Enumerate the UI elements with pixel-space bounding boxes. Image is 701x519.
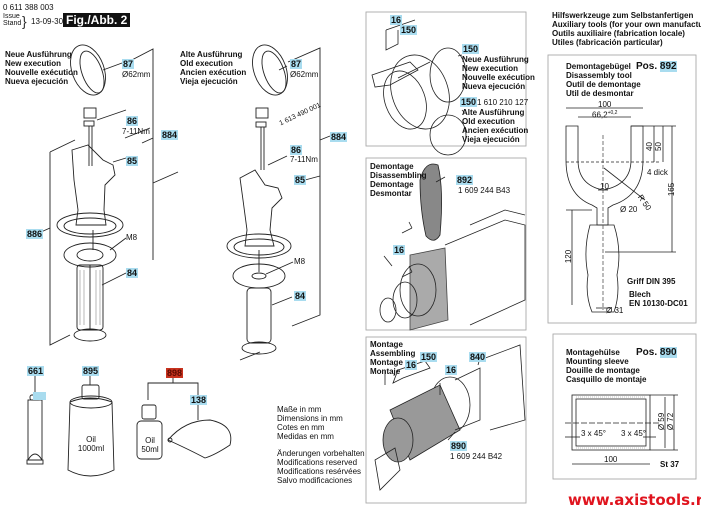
dim-100-892: 100	[598, 100, 612, 109]
part-87-middle[interactable]: 87	[290, 59, 303, 69]
chamfer-left: 3 x 45°	[581, 429, 606, 438]
dim-d72: Ø 72	[666, 412, 676, 431]
part-840[interactable]: 840	[469, 352, 487, 362]
part-150-rings-c[interactable]: 150	[460, 97, 478, 107]
dim-length-100: 100	[604, 455, 618, 464]
thickness-note: 4 dick	[647, 168, 668, 177]
issue-label: Issue Stand	[3, 13, 21, 27]
tool-890-pos-number: 890	[659, 347, 677, 358]
part-16-assembly-b[interactable]: 16	[445, 365, 458, 375]
tool-890-pos: Pos. 890	[636, 347, 677, 358]
part-895[interactable]: 895	[82, 366, 100, 376]
part-84-left[interactable]: 84	[126, 268, 139, 278]
dim-66-892: 66,2+0,2	[592, 110, 618, 120]
ring-part-number: 1 610 210 127	[477, 98, 529, 107]
part-16-disassembly[interactable]: 16	[393, 245, 406, 255]
torque-middle: 7-11Nm	[290, 155, 318, 164]
dim-10: 10	[600, 182, 609, 191]
dim-d59: Ø 59	[657, 412, 667, 431]
part-87-left[interactable]: 87	[122, 59, 135, 69]
brace: }	[22, 13, 27, 29]
part-886[interactable]: 886	[26, 229, 44, 239]
part-150-assembly[interactable]: 150	[420, 352, 438, 362]
dim-40: 40	[644, 142, 654, 151]
part-892[interactable]: 892	[456, 175, 474, 185]
material-spec: St 37	[660, 460, 680, 469]
dim-50: 50	[653, 142, 663, 151]
part-661[interactable]: 661	[27, 366, 45, 376]
part-86-left[interactable]: 86	[126, 116, 139, 126]
part-16-assembly-a[interactable]: 16	[405, 360, 418, 370]
part-86-middle[interactable]: 86	[290, 145, 303, 155]
issue-label-de: Stand	[3, 20, 22, 27]
part-85-middle[interactable]: 85	[294, 175, 307, 185]
figure-label: Fig./Abb. 2	[63, 13, 131, 27]
disassembly-tool-part-number: 1 609 244 B43	[458, 186, 511, 195]
strap-icon-left	[70, 44, 106, 119]
diameter-62-left: Ø62mm	[122, 70, 151, 79]
torque-left: 7-11Nm	[122, 127, 150, 136]
part-84-middle[interactable]: 84	[294, 291, 307, 301]
part-890[interactable]: 890	[450, 441, 468, 451]
part-884-left[interactable]: 884	[161, 130, 179, 140]
part-138[interactable]: 138	[190, 395, 208, 405]
issue-label-en: Issue	[3, 13, 20, 20]
diameter-62-middle: Ø62mm	[290, 70, 319, 79]
dim-165: 165	[667, 182, 677, 197]
part-number: 0 611 388 003	[3, 3, 54, 12]
part-898[interactable]: 898	[166, 368, 184, 378]
tool-892-pos-number: 892	[659, 61, 677, 72]
part-85-left[interactable]: 85	[126, 156, 139, 166]
grip-spec: Griff DIN 395	[627, 277, 676, 286]
part-150-rings-b[interactable]: 150	[462, 44, 480, 54]
dim-d31: Ø 31	[606, 306, 624, 315]
m8-middle: M8	[294, 257, 306, 266]
issue-date: 13-09-30	[31, 17, 64, 26]
m8-left: M8	[126, 233, 138, 242]
chamfer-right: 3 x 45°	[621, 429, 646, 438]
part-150-rings-a[interactable]: 150	[400, 25, 418, 35]
assembly-tool-part-number: 1 609 244 B42	[450, 452, 503, 461]
website-link[interactable]: www.axistools.ru	[568, 491, 701, 509]
dim-120: 120	[564, 249, 574, 264]
part-884-middle[interactable]: 884	[330, 132, 348, 142]
dim-d20: Ø 20	[620, 205, 638, 214]
part-16-rings[interactable]: 16	[390, 15, 403, 25]
tube-cap-highlight	[33, 392, 46, 400]
tool-892-pos: Pos. 892	[636, 61, 677, 72]
